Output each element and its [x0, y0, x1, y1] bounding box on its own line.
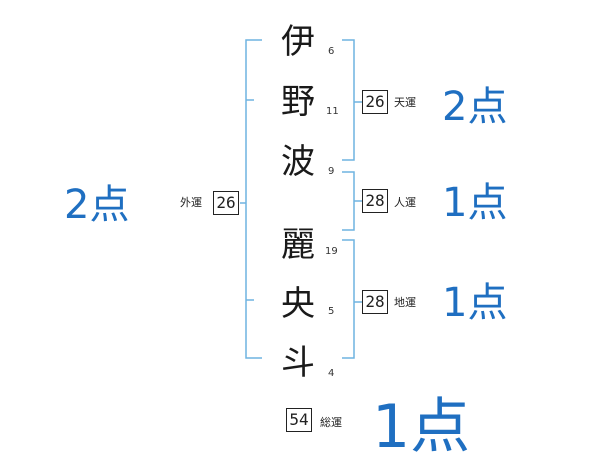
jinkaku-bracket [342, 171, 355, 231]
chikaku-value: 28 [362, 290, 388, 314]
tenkaku-label: 天運 [394, 96, 416, 109]
stroke-count-1: 6 [328, 46, 335, 57]
stroke-count-4: 19 [325, 246, 338, 257]
name-char-4: 麗 [281, 225, 315, 265]
stroke-count-6: 4 [328, 368, 335, 379]
tenkaku-score: 2点 [442, 84, 508, 130]
name-char-5: 央 [281, 284, 315, 324]
gaikaku-label: 外運 [180, 196, 202, 209]
chikaku-label: 地運 [394, 296, 416, 309]
soukaku-label: 総運 [320, 416, 342, 429]
tenkaku-bracket [342, 39, 355, 161]
outer-bracket [245, 39, 262, 359]
name-char-1: 伊 [281, 22, 315, 62]
stroke-count-2: 11 [326, 106, 339, 117]
chikaku-bracket [342, 239, 355, 359]
gaikaku-score: 2点 [64, 182, 130, 228]
stroke-count-3: 9 [328, 166, 335, 177]
tenkaku-value: 26 [362, 90, 388, 114]
jinkaku-label: 人運 [394, 196, 416, 209]
soukaku-score: 1点 [372, 392, 471, 462]
stroke-count-5: 5 [328, 306, 335, 317]
gaikaku-value: 26 [213, 191, 239, 215]
soukaku-value: 54 [286, 408, 312, 432]
name-char-3: 波 [281, 142, 315, 182]
name-char-2: 野 [281, 82, 315, 122]
chikaku-score: 1点 [442, 280, 508, 326]
jinkaku-score: 1点 [442, 180, 508, 226]
jinkaku-value: 28 [362, 189, 388, 213]
name-char-6: 斗 [281, 343, 315, 383]
